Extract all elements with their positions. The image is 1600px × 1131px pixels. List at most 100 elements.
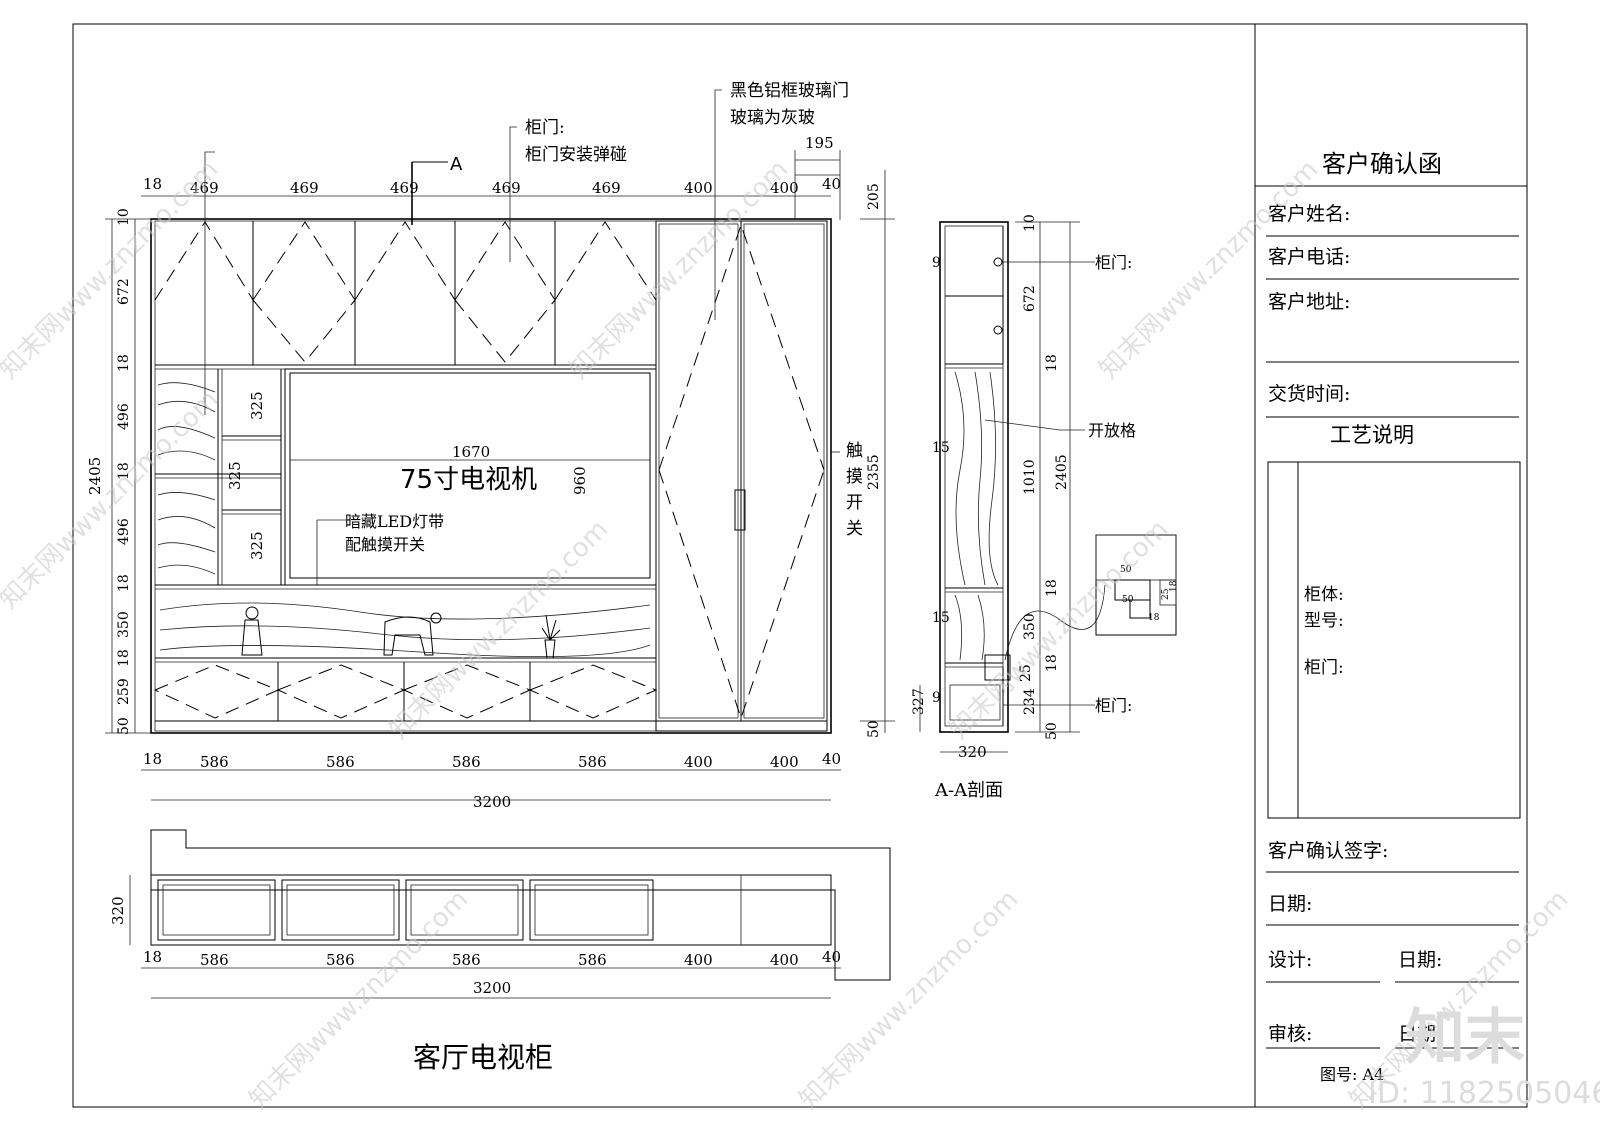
watermark-text-5: 知末网www.znzmo.com [244, 884, 475, 1115]
top-dim-8: 40 [822, 175, 841, 193]
detail-dim-1: 50 [1122, 595, 1134, 605]
detail-dim-0: 50 [1120, 565, 1132, 575]
top-dim-6: 400 [684, 179, 713, 197]
inner-dim-1: 325 [248, 391, 266, 420]
review-date-label: 日期: [1398, 1023, 1442, 1045]
plan-dim-1: 586 [200, 951, 229, 969]
touch-char-2: 摸 [846, 467, 863, 487]
front-elevation [150, 89, 840, 734]
plan-dim-4: 586 [578, 951, 607, 969]
plan-dim-7: 40 [822, 948, 841, 966]
drawing-title: 客厅电视柜 [413, 1041, 553, 1074]
note-led-2: 配触摸开关 [345, 535, 425, 554]
customer-name-label: 客户姓名: [1268, 203, 1350, 225]
section-left-dim-0: 9 [932, 255, 941, 271]
cabinet-door-label: 柜门: [1304, 658, 1344, 678]
watermark-id: ID: 1182505046 [1368, 1076, 1600, 1111]
top-dim-3: 469 [390, 179, 419, 197]
detail-dim-2: 25 [1161, 588, 1171, 600]
note-glass-2: 玻璃为灰玻 [730, 108, 815, 128]
overall-width: 3200 [473, 793, 511, 811]
section-right-dim-5: 350 [1022, 613, 1038, 640]
date-label: 日期: [1268, 893, 1312, 915]
top-dim-2: 469 [290, 179, 319, 197]
left-dim-1: 672 [116, 278, 132, 305]
bottom-dim-1: 586 [200, 753, 229, 771]
plan-depth: 320 [109, 896, 127, 925]
bottom-dim-3: 586 [452, 753, 481, 771]
left-dim-0: 10 [116, 208, 132, 226]
note-door-2: 柜门安装弹碰 [525, 145, 627, 165]
detail-dim-4: 18 [1148, 613, 1160, 623]
bottom-dim-6: 400 [770, 753, 799, 771]
process-title: 工艺说明 [1330, 423, 1414, 447]
cabinet-body-label: 柜体: [1304, 585, 1344, 605]
signature-label: 客户确认签字: [1268, 840, 1388, 862]
section-right-dim-3: 1010 [1022, 459, 1038, 495]
section-left-dim-1: 15 [932, 440, 950, 456]
left-dim-4: 18 [116, 462, 132, 480]
top-dim-1: 469 [190, 179, 219, 197]
touch-switch-note: 触 摸 开 关 [846, 441, 863, 539]
plan-view [129, 829, 891, 999]
section-marker: A [450, 154, 463, 175]
plan-dim-3: 586 [452, 951, 481, 969]
left-dim-9: 259 [116, 678, 132, 705]
design-date-label: 日期: [1398, 949, 1442, 971]
top-dimension-chain: 18 469 469 469 469 469 400 400 40 195 [141, 134, 841, 220]
watermark-layer: 知末网www.znzmo.com 知末网www.znzmo.com 知末网www… [0, 154, 1600, 1115]
bottom-dim-2: 586 [326, 753, 355, 771]
design-label: 设计: [1268, 949, 1312, 971]
inner-dim-3: 325 [248, 531, 266, 560]
section-label-door-top: 柜门: [1095, 253, 1132, 272]
left-dim-2: 18 [116, 354, 132, 372]
section-right-dim-8: 234 [1022, 688, 1038, 715]
bottom-dimension-chain: 18 586 586 586 586 400 400 40 3200 [141, 750, 841, 811]
top-dim-7: 400 [770, 179, 799, 197]
plan-overall-width: 3200 [473, 979, 511, 997]
plan-dimension-chain: 18 586 586 586 586 400 400 40 3200 [143, 948, 841, 997]
section-right-dim-1: 672 [1022, 285, 1038, 312]
plan-dim-5: 400 [684, 951, 713, 969]
tv-width-dim: 1670 [452, 443, 490, 461]
top-dim-4: 469 [492, 179, 521, 197]
left-dim-7: 350 [116, 611, 132, 638]
delivery-time-label: 交货时间: [1268, 383, 1350, 405]
form-title: 客户确认函 [1322, 150, 1442, 178]
left-dimension-chain: 2405 10 672 18 496 18 496 18 350 18 259 … [86, 208, 150, 735]
detail-dim-3: 18 [1169, 580, 1179, 592]
section-label-open: 开放格 [1088, 421, 1136, 440]
section-right-dim-0: 10 [1022, 214, 1038, 232]
section-right-dim-2: 18 [1044, 354, 1060, 372]
section-right-dim-9: 50 [1044, 722, 1060, 740]
top-extra-dim: 195 [805, 134, 834, 152]
left-dim-8: 18 [116, 649, 132, 667]
watermark-text-6: 知末网www.znzmo.com [794, 884, 1025, 1115]
left-total: 2405 [86, 457, 104, 495]
bottom-dim-4: 586 [578, 753, 607, 771]
inner-dim-2: 325 [226, 461, 244, 490]
left-dim-5: 496 [116, 518, 132, 545]
sheet-frame [72, 23, 1528, 1108]
section-title: A-A剖面 [934, 780, 1003, 801]
right-dim-2: 50 [866, 720, 882, 738]
review-label: 审核: [1268, 1023, 1312, 1045]
section-right-dim-7: 25 [1018, 664, 1034, 682]
plan-dim-6: 400 [770, 951, 799, 969]
note-door-1: 柜门: [525, 118, 565, 138]
customer-phone-label: 客户电话: [1268, 246, 1350, 268]
section-left-dim-2: 15 [932, 610, 950, 626]
confirmation-form [1266, 235, 1521, 1049]
section-right-dim-6: 18 [1044, 654, 1060, 672]
sheet-number: 图号: A4 [1320, 1065, 1384, 1084]
aa-section-labels: 9 15 15 9 327 10 672 18 1010 18 350 18 2… [911, 214, 1179, 801]
left-dim-3: 496 [116, 403, 132, 430]
touch-char-3: 开 [846, 493, 863, 513]
bottom-dim-7: 40 [822, 750, 841, 768]
aa-section [919, 221, 1177, 753]
bottom-dim-5: 400 [684, 753, 713, 771]
note-glass-1: 黑色铝框玻璃门 [730, 81, 849, 101]
watermark-logo: 知末 [1405, 1003, 1525, 1073]
top-dim-5: 469 [592, 179, 621, 197]
